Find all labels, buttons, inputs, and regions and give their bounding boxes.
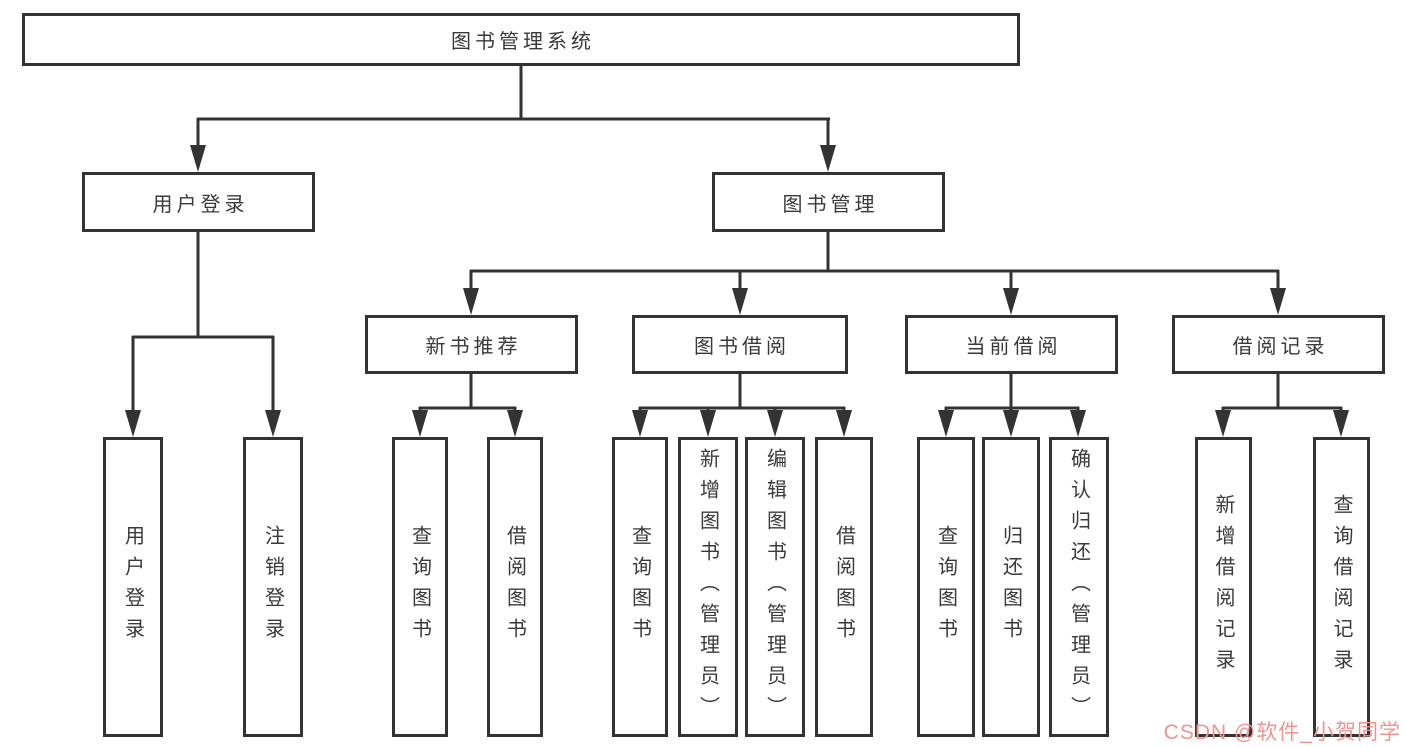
leaf-add-borrow-record: 新增借阅记录 xyxy=(1195,437,1252,737)
leaf-query-books-borrow: 查询图书 xyxy=(612,437,668,737)
node-new-book-recommend: 新书推荐 xyxy=(365,315,578,374)
arrow-icon xyxy=(1270,288,1286,315)
leaf-edit-book-admin: 编辑图书（管理员） xyxy=(745,437,805,737)
leaf-query-books-recommend: 查询图书 xyxy=(392,437,448,737)
arrow-icon xyxy=(265,410,281,437)
wire-new-book xyxy=(418,374,517,413)
node-user-login: 用户登录 xyxy=(82,172,315,232)
leaf-borrow-books-recommend: 借阅图书 xyxy=(487,437,543,737)
leaf-query-borrow-record: 查询借阅记录 xyxy=(1313,437,1370,737)
wire-user-login xyxy=(131,232,275,413)
wire-current-borrow xyxy=(944,374,1080,413)
connector-paths xyxy=(131,66,1343,413)
leaf-return-books: 归还图书 xyxy=(982,437,1040,737)
arrow-icon xyxy=(836,410,852,437)
wire-book-borrow xyxy=(638,374,846,413)
arrow-icon xyxy=(820,145,836,172)
arrow-icon xyxy=(1333,410,1349,437)
leaf-add-book-admin: 新增图书（管理员） xyxy=(678,437,738,737)
node-borrow-records: 借阅记录 xyxy=(1172,315,1385,374)
arrow-icon xyxy=(463,288,479,315)
arrow-icon xyxy=(412,410,428,437)
arrow-icon xyxy=(1003,410,1019,437)
arrow-icon xyxy=(1070,410,1086,437)
node-book-borrow: 图书借阅 xyxy=(632,315,848,374)
arrow-icon xyxy=(767,410,783,437)
arrow-icon xyxy=(1215,410,1231,437)
arrow-icon xyxy=(732,288,748,315)
leaf-logout: 注销登录 xyxy=(243,437,303,737)
leaf-borrow-books: 借阅图书 xyxy=(815,437,873,737)
wire-book-management xyxy=(469,232,1280,291)
arrow-icon xyxy=(190,145,206,172)
arrowheads xyxy=(125,145,1349,437)
watermark: CSDN @软件_小贺同学 xyxy=(1163,721,1401,744)
wire-borrow-records xyxy=(1221,374,1343,413)
wire-root xyxy=(196,66,830,148)
leaf-query-books-current: 查询图书 xyxy=(917,437,975,737)
arrow-icon xyxy=(125,410,141,437)
node-root: 图书管理系统 xyxy=(22,13,1020,66)
arrow-icon xyxy=(632,410,648,437)
arrow-icon xyxy=(1003,288,1019,315)
leaf-user-login: 用户登录 xyxy=(103,437,163,737)
node-current-borrow: 当前借阅 xyxy=(905,315,1118,374)
arrow-icon xyxy=(938,410,954,437)
arrow-icon xyxy=(700,410,716,437)
leaf-confirm-return-admin: 确认归还（管理员） xyxy=(1049,437,1109,737)
arrow-icon xyxy=(507,410,523,437)
node-book-management: 图书管理 xyxy=(712,172,945,232)
